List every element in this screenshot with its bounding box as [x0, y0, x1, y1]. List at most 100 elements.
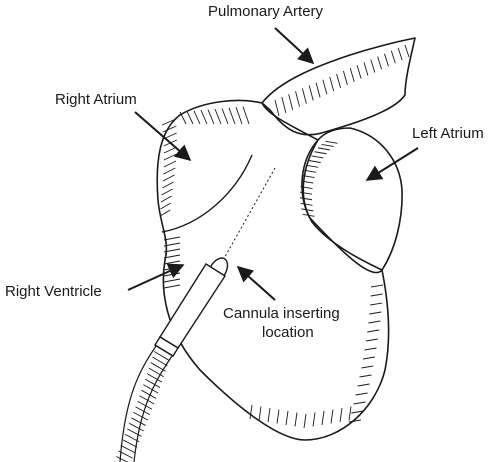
left-atrium-hatch — [304, 169, 317, 173]
right-atrium-hatch — [160, 195, 172, 203]
left-atrium-hatch — [317, 147, 330, 151]
right-atrium-top-hatch — [228, 107, 236, 125]
left-atrium-hatch — [302, 213, 315, 217]
arrow-cannula-location — [236, 265, 276, 301]
left-atrium-hatch — [314, 151, 327, 155]
pulmonary-artery-hatch — [301, 88, 307, 104]
heart-right-edge-hatch — [355, 392, 368, 396]
heart-right-edge-hatch — [370, 293, 383, 297]
right-ventricle-hatch — [163, 260, 181, 265]
heart-right-edge-hatch — [365, 338, 378, 342]
right-atrium-top-hatch — [221, 108, 229, 125]
tubing-ring — [135, 406, 151, 416]
cannula-tubing-outline-b — [133, 355, 173, 462]
heart-right-edge-hatch — [370, 284, 384, 288]
right-atrium-top-hatch — [193, 110, 201, 125]
pulmonary-artery-hatch — [308, 85, 314, 101]
label-left-atrium: Left Atrium — [412, 125, 484, 142]
left-atrium-hatch — [325, 140, 338, 144]
right-atrium-hatch — [161, 118, 177, 126]
left-atrium-outline — [301, 127, 403, 271]
right-atrium-top-hatch — [207, 109, 215, 125]
right-atrium-hatch — [163, 153, 177, 161]
heart-right-edge-hatch — [367, 329, 380, 333]
pulmonary-artery-hatch — [370, 59, 376, 73]
arrow-right-ventricle — [127, 263, 185, 291]
heart-bottom-hatch — [294, 412, 298, 427]
heart-right-edge-hatch — [353, 401, 366, 405]
pulmonary-artery-hatch — [397, 47, 403, 61]
label-cannula-line1: Cannula inserting — [223, 305, 340, 322]
tubing-ring — [146, 373, 163, 383]
right-ventricle-hatch — [163, 278, 181, 283]
heart-right-edge-hatch — [361, 365, 374, 369]
tubing-ring — [152, 356, 168, 367]
tubing-ring — [124, 433, 140, 443]
label-pulmonary-artery: Pulmonary Artery — [208, 3, 324, 20]
arrow-pulmonary-artery — [274, 27, 315, 65]
tubing-ring — [129, 422, 144, 432]
heart-right-edge-hatch — [359, 374, 372, 378]
cannula-dotted-path — [221, 167, 276, 263]
right-ventricle-hatch — [163, 236, 181, 241]
pulmonary-artery-hatch — [336, 73, 342, 89]
right-atrium-top-hatch — [235, 107, 243, 125]
cannula-device — [154, 257, 229, 357]
hatching-shading — [159, 44, 410, 429]
tubing-ring — [127, 428, 142, 437]
heart-right-edge-hatch — [357, 383, 370, 387]
heart-bottom-hatch — [249, 404, 253, 420]
right-ventricle-hatch — [163, 248, 181, 253]
tubing-ring — [143, 384, 159, 394]
tubing-ring — [139, 395, 155, 405]
tubing-ring — [137, 400, 153, 410]
pulmonary-artery-hatch — [322, 79, 328, 95]
heart-bottom-hatch — [303, 413, 307, 429]
left-atrium-hatch — [300, 186, 313, 189]
left-atrium-hatch — [299, 197, 313, 201]
pulmonary-artery-hatch — [384, 53, 389, 67]
heart-bottom-hatch — [339, 407, 343, 423]
heart-bottom-hatch — [348, 406, 352, 421]
heart-right-edge-hatch — [348, 419, 362, 423]
right-atrium-top-hatch — [186, 111, 194, 125]
pulmonary-artery-hatch — [329, 76, 335, 92]
left-atrium-hatch — [299, 191, 313, 195]
label-right-ventricle: Right Ventricle — [5, 283, 102, 300]
cannula-tubing-rings — [114, 345, 172, 462]
pulmonary-artery-hatch — [349, 68, 355, 82]
heart-bottom-hatch — [321, 410, 325, 426]
left-atrium-hatch — [306, 164, 319, 168]
tubing-ring — [145, 378, 161, 388]
label-right-atrium: Right Atrium — [55, 91, 137, 108]
heart-right-edge-hatch — [369, 311, 382, 315]
pulmonary-artery-hatch — [390, 50, 396, 64]
tubing-ring — [141, 389, 157, 399]
cannula-tubing-outline-a — [119, 345, 157, 462]
tubing-ring — [116, 456, 129, 462]
tubing-ring — [122, 439, 138, 448]
right-atrium-border — [161, 154, 253, 233]
right-atrium-top-hatch — [200, 110, 208, 125]
heart-bottom-hatch — [285, 410, 289, 426]
tubing-ring — [154, 351, 170, 361]
left-atrium-hatch — [308, 160, 321, 163]
heart-bottom-hatch — [267, 407, 271, 423]
right-atrium-top-hatch — [179, 111, 187, 125]
heart-right-edge-hatch — [364, 347, 377, 351]
right-atrium-hatch — [162, 174, 175, 182]
tubing-ring — [148, 367, 164, 378]
pulmonary-artery-hatch — [295, 91, 300, 107]
tubing-ring — [131, 417, 147, 426]
arrow-left-atrium — [365, 147, 419, 181]
right-atrium-hatch — [162, 125, 177, 133]
pulmonary-artery-hatch — [342, 70, 348, 86]
pulmonary-artery-hatch — [356, 65, 362, 79]
heart-right-edge-hatch — [368, 320, 381, 324]
tubing-ring — [133, 411, 149, 421]
right-atrium-hatch — [159, 209, 171, 217]
label-cannula-line2: location — [262, 324, 314, 341]
left-atrium-hatch — [300, 202, 313, 206]
left-atrium-hatch — [321, 143, 334, 147]
